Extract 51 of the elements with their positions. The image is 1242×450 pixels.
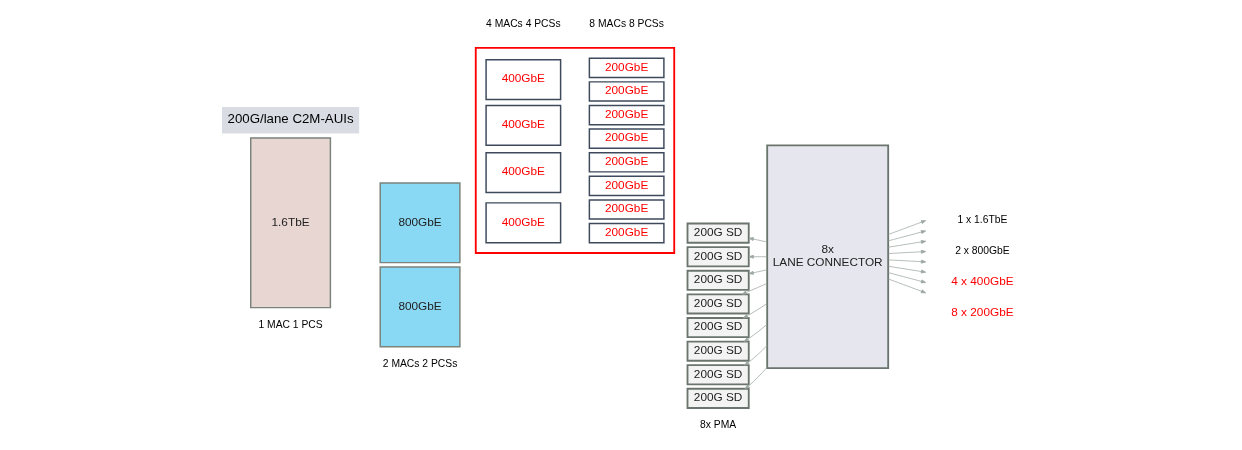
node-box: 400GbE [485, 104, 562, 147]
node-box: 200G SD [686, 340, 750, 362]
label: 4 MACs 4 PCSs [486, 18, 561, 30]
arrow [748, 254, 768, 259]
arrow [748, 269, 768, 275]
node-box: 200GbE [588, 128, 665, 149]
arrow [748, 237, 768, 243]
node-box: 200GbE [588, 175, 665, 197]
arrow [888, 240, 927, 248]
cluster [474, 47, 676, 254]
label: 1 MAC 1 PCS [258, 319, 323, 331]
node-box: 200GbE [588, 57, 665, 79]
node-box: 200G SD [686, 387, 750, 409]
node-box: 200G SD [686, 293, 750, 315]
arrow [888, 265, 927, 274]
node-box: 200GbE [588, 104, 665, 126]
arrow [742, 303, 768, 319]
node-box: 8x LANE CONNECTOR [766, 144, 890, 370]
node-box: 200GbE [588, 151, 665, 173]
node-box: 400GbE [485, 202, 562, 244]
label: 2 MACs 2 PCSs [382, 358, 458, 370]
node-box: 800GbE [379, 182, 461, 264]
arrow [888, 220, 927, 235]
node-box: 200GbE [588, 222, 665, 244]
node-box: 200G SD [686, 364, 750, 386]
label: 2 x 800GbE [955, 245, 1010, 257]
node-box: 200G SD [686, 269, 750, 291]
arrow [888, 272, 927, 284]
arrow [744, 367, 768, 390]
node-box: 200GbE [588, 81, 665, 102]
arrow [888, 249, 927, 254]
node-box: 200G SD [686, 222, 750, 244]
node-box: 200G SD [686, 246, 750, 268]
label: 8 x 200GbE [951, 305, 1014, 320]
label: 1 x 1.6TbE [957, 214, 1008, 226]
arrow [743, 323, 768, 342]
node-box: 200G SD [686, 317, 750, 339]
arrow [744, 345, 768, 366]
arrow [888, 259, 927, 264]
arrow [888, 278, 927, 294]
node-box: 400GbE [485, 151, 562, 194]
arrow [741, 283, 768, 295]
label: 4 x 400GbE [951, 274, 1014, 289]
label: 8 MACs 8 PCSs [589, 18, 664, 30]
label: 8x PMA [700, 419, 737, 431]
node-box: 400GbE [485, 59, 562, 101]
node-box: 800GbE [379, 266, 461, 348]
node-box: 200GbE [588, 199, 665, 220]
arrow [888, 230, 927, 242]
node-box: 1.6TbE [250, 137, 332, 309]
label: 200G/lane C2M-AUIs [227, 111, 354, 127]
